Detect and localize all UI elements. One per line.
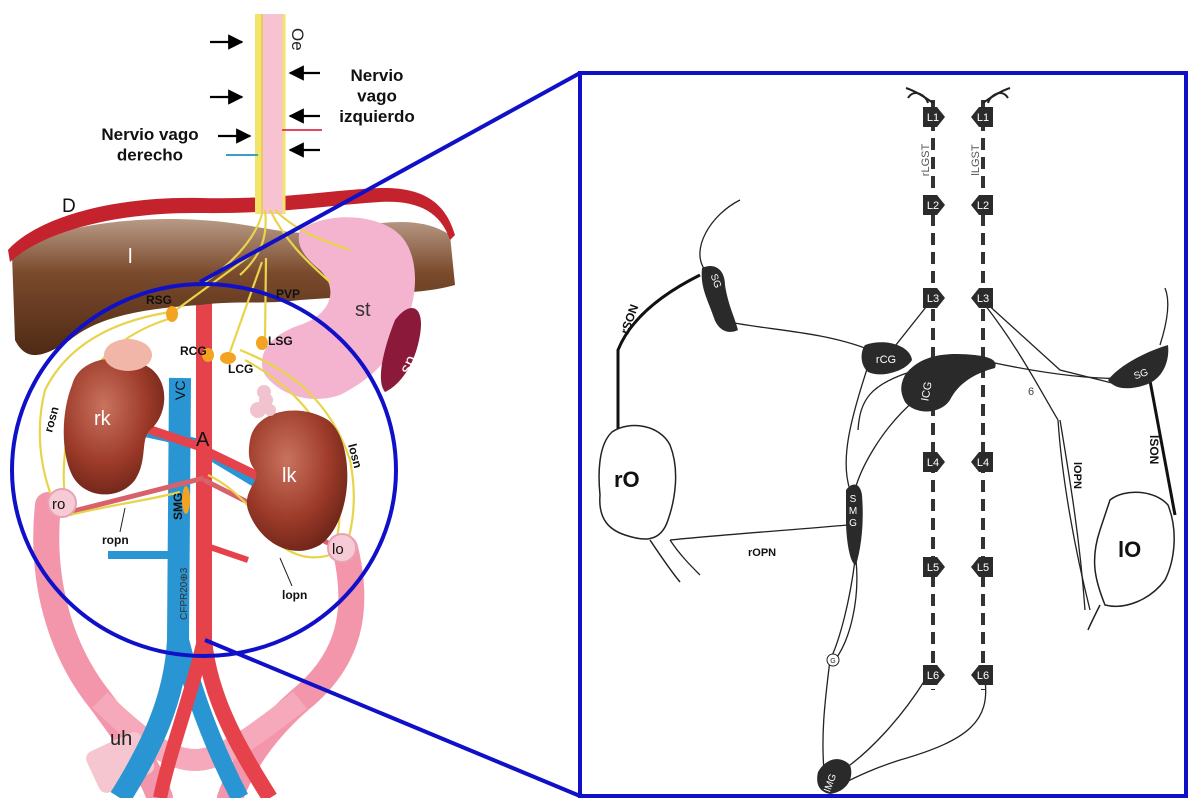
label-ro-schematic: rO: [614, 467, 640, 492]
left-vagus-arrows: [290, 73, 320, 150]
label-six: 6: [1028, 386, 1034, 398]
label-lsg: LSG: [268, 334, 293, 348]
label-uh: uh: [110, 728, 132, 750]
label-liver: l: [128, 246, 132, 268]
label-lson: lSON: [1147, 435, 1161, 464]
label-lk: lk: [282, 465, 297, 487]
right-adrenal: [104, 339, 152, 371]
label-smg: SMG: [171, 493, 185, 520]
lopn-leader: [280, 558, 292, 586]
label-oe: Oe: [288, 28, 307, 51]
label-lopn: lOPN: [1071, 462, 1083, 489]
label-a: A: [196, 429, 210, 451]
chain-ganglion-label: L5: [927, 562, 939, 574]
label-ropn: rOPN: [748, 547, 776, 559]
label-rsg: RSG: [146, 293, 172, 307]
watermark: CFPR20⊕3: [179, 567, 190, 620]
label-rlgst: rLGST: [920, 144, 932, 177]
label-lo-schematic: lO: [1118, 537, 1141, 562]
chain-ganglion-label: L1: [927, 112, 939, 124]
left-kidney: [247, 410, 347, 550]
chain-ganglion-label: L6: [977, 670, 989, 682]
chain-ganglion-label: L2: [927, 200, 939, 212]
chain-ganglion-label: L3: [927, 293, 939, 305]
right-kidney: [64, 358, 165, 494]
right-vagus-arrows: [210, 42, 250, 136]
label-rcg-schematic: rCG: [876, 354, 896, 366]
label-rcg: RCG: [180, 344, 207, 358]
label-rk: rk: [94, 408, 112, 430]
chain-ganglion-label: L4: [927, 457, 939, 469]
label-ropn: ropn: [102, 533, 129, 547]
label-rosn: rosn: [41, 405, 61, 434]
label-g-schematic: G: [830, 658, 835, 665]
left-adrenal: [250, 385, 276, 418]
esophagus: [258, 14, 284, 214]
label-vc: VC: [172, 381, 188, 400]
label-llgst: lLGST: [970, 144, 982, 175]
label-diaphragm: D: [62, 196, 76, 217]
label-ro: ro: [52, 496, 65, 513]
ropn-leader: [120, 508, 125, 532]
chain-ganglion-label: L1: [977, 112, 989, 124]
label-losn: losn: [345, 442, 365, 469]
label-lcg: LCG: [228, 362, 253, 376]
chain-ganglion-label: L2: [977, 200, 989, 212]
label-stomach: st: [355, 299, 371, 321]
chain-ganglion-label: L6: [927, 670, 939, 682]
label-lo: lo: [332, 541, 344, 558]
label-pvp: PVP: [276, 287, 300, 301]
chain-ganglion-label: L5: [977, 562, 989, 574]
chain-ganglion-label: L3: [977, 293, 989, 305]
label-lopn: lopn: [282, 588, 307, 602]
chain-ganglion-label: L4: [977, 457, 989, 469]
